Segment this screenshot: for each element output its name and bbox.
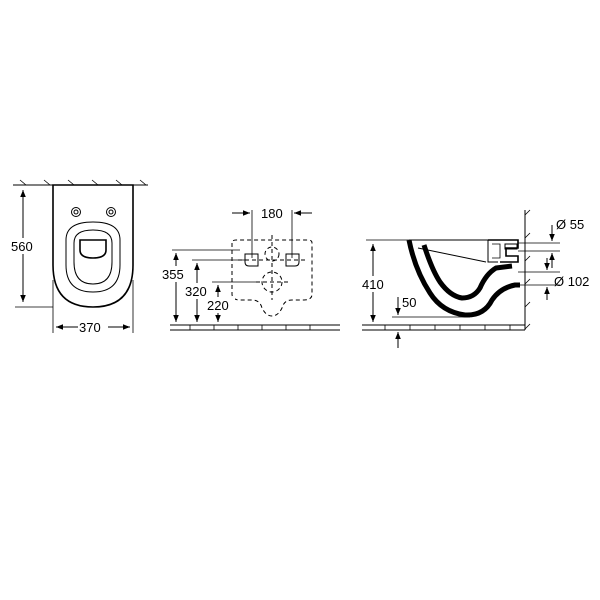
hinge-bolt-left-inner [73, 209, 79, 215]
hinge-bolt-right-inner [108, 209, 114, 215]
dim-55-label: Ø 55 [556, 217, 584, 232]
inlet-connector [488, 239, 519, 263]
wc-dashed-outline [231, 239, 313, 317]
side-wall-hatch [524, 209, 531, 330]
bowl-section-inner [421, 244, 513, 301]
bowl-opening [79, 239, 107, 259]
wall-view: 180 355 320 220 [160, 206, 340, 331]
inlet-circle [264, 246, 280, 262]
bolt-pad-left [244, 253, 259, 267]
seat-inner-outline [73, 229, 113, 285]
floor-ticks [189, 325, 311, 330]
side-floor-ticks [384, 325, 511, 330]
front-view: 560 370 [10, 179, 148, 335]
seat-outline [65, 221, 121, 293]
dim-220-label: 220 [207, 298, 229, 313]
bowl-section-outer [406, 239, 520, 318]
dim-355-label: 355 [162, 267, 184, 282]
dim-410-bg [360, 276, 390, 292]
dim-320-bg [184, 283, 214, 299]
dim-560-label: 560 [11, 239, 33, 254]
rim-inner-line [417, 247, 487, 263]
dim-560-bg [10, 238, 40, 254]
bowl-outline [52, 184, 134, 308]
inlet-detail [492, 243, 501, 259]
dim-370-bg [78, 320, 108, 335]
dim-180-label: 180 [261, 206, 283, 221]
dim-370-label: 370 [79, 320, 101, 335]
inlet-pipe [504, 243, 518, 250]
bolt-pad-right [285, 253, 300, 267]
dim-220-bg [205, 297, 235, 313]
wall-hatch [19, 179, 147, 186]
hinge-bolt-left [71, 207, 81, 217]
dim-320-label: 320 [185, 284, 207, 299]
dim-410-label: 410 [362, 277, 384, 292]
dim-50-label: 50 [402, 295, 416, 310]
rim-top [409, 239, 498, 263]
side-view: Ø 55 Ø 102 410 50 [360, 209, 589, 348]
hinge-bolt-right [106, 207, 116, 217]
dim-102-label: Ø 102 [554, 274, 589, 289]
dim-355-bg [160, 266, 190, 282]
